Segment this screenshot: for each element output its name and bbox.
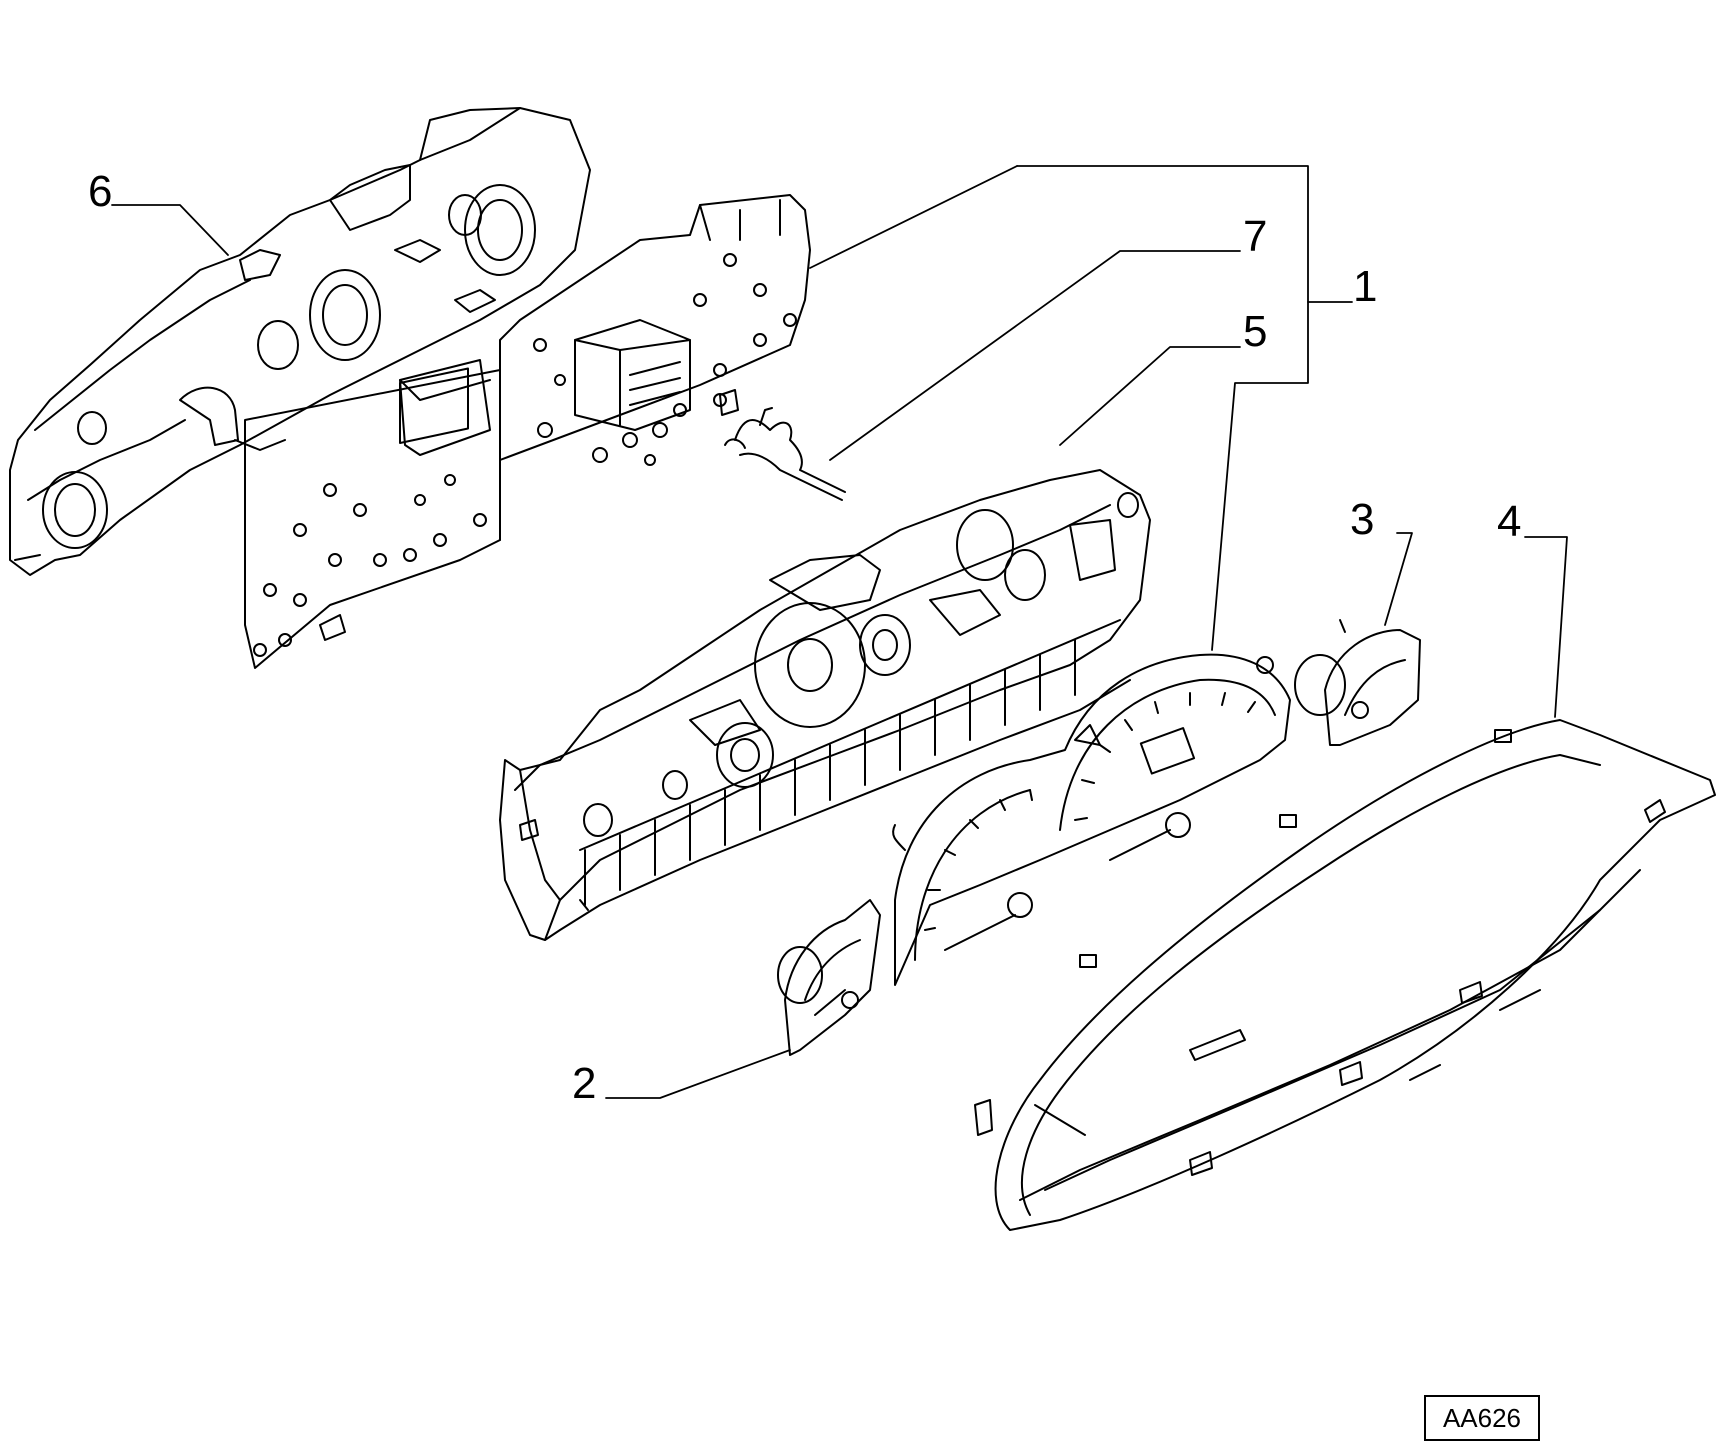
board-holes: [254, 254, 796, 656]
callout-1: 1: [1353, 262, 1378, 311]
part-6-rear-frame: [10, 108, 590, 575]
part-5-instrument-housing: [500, 470, 1150, 940]
leader-7: [830, 251, 1240, 460]
leader-2: [606, 1050, 790, 1098]
leader-5: [1060, 347, 1240, 445]
callout-5: 5: [1243, 307, 1268, 356]
dial-scale-ticks: [925, 693, 1255, 930]
part-4-lens-cover: [975, 720, 1715, 1230]
leader-3: [1385, 533, 1412, 625]
circuit-board: [245, 195, 810, 668]
part-7-wiring-harness: [725, 408, 845, 500]
leader-4: [1525, 537, 1567, 717]
callout-2: 2: [572, 1059, 597, 1108]
leader-lines: [112, 166, 1567, 1098]
callout-4: 4: [1497, 497, 1522, 546]
part-1-dial-face: [893, 655, 1290, 985]
callout-6: 6: [88, 167, 113, 216]
leader-6: [112, 205, 228, 255]
callout-7: 7: [1243, 212, 1268, 261]
leader-1-to-board: [810, 166, 1017, 268]
leader-1-bracket: [1017, 166, 1308, 650]
part-3-small-gauge: [1295, 620, 1420, 745]
part-2-small-gauge: [778, 900, 880, 1055]
housing-ribs: [585, 640, 1075, 905]
callout-3: 3: [1350, 495, 1375, 544]
drawing-code-label: AA626: [1424, 1395, 1540, 1441]
